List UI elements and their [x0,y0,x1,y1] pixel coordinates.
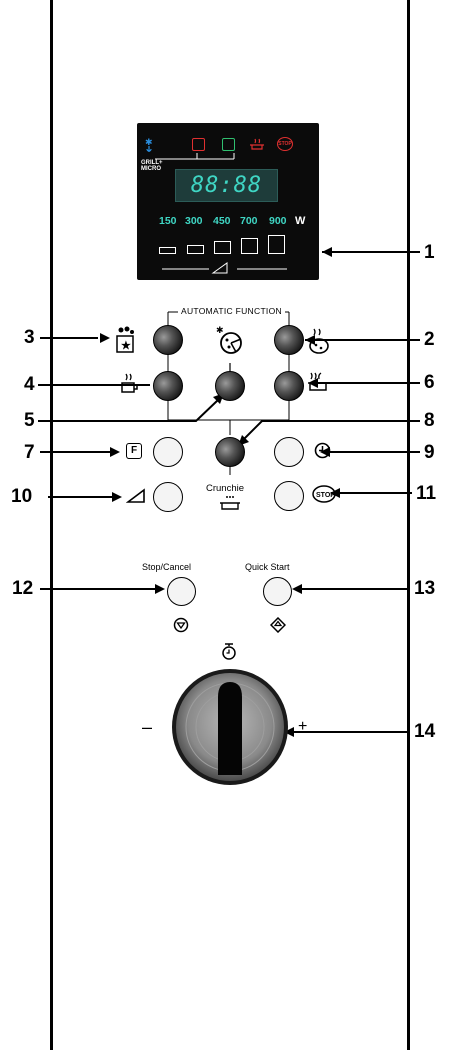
callout-3: 3 [24,327,35,348]
power-700: 700 [240,215,258,227]
auto-frozen-button[interactable] [153,325,183,355]
callout-14: 14 [414,721,436,742]
panel-right-edge [407,0,410,1050]
power-450: 450 [213,215,231,227]
function-f-button[interactable] [153,437,183,467]
clock-button[interactable] [274,437,304,467]
grill-micro-label: GRILL+MICRO [141,160,163,172]
callout-9: 9 [424,442,435,463]
power-unit: W [295,215,306,227]
callout-1: 1 [424,242,435,263]
callout-10: 10 [11,486,33,507]
knob-plus-label: + [298,718,308,735]
callout-11: 11 [416,483,437,504]
stop-cancel-button[interactable] [167,577,196,606]
level-bar-4 [241,238,258,254]
crunchie-dish-icon [219,495,241,511]
stop-icon: STOP [311,484,337,504]
f-key-icon: F [126,443,142,459]
panel-left-edge [50,0,53,1050]
quick-start-label: Quick Start [245,562,290,572]
level-bar-2 [187,245,204,254]
auto-pot-button[interactable] [274,371,304,401]
callout-12: 12 [12,578,34,599]
start-icon [270,617,286,633]
auto-pizza-button[interactable] [215,371,245,401]
auto-beverage-button[interactable] [153,371,183,401]
power-150: 150 [159,215,177,227]
power-300: 300 [185,215,203,227]
grill-icon [192,138,205,151]
power-level-button[interactable] [153,482,183,512]
svg-text:✱: ✱ [216,325,224,335]
timer-icon [220,642,238,660]
svg-text:✱: ✱ [145,137,153,147]
timer-knob[interactable] [170,667,290,787]
stop-cancel-label: Stop/Cancel [142,562,192,572]
steam-dish-icon [308,328,330,356]
stop-function-button[interactable] [274,481,304,511]
crunchie-label: Crunchie [206,483,245,494]
callout-4: 4 [24,374,35,395]
display-bracket [155,153,235,160]
callout-2: 2 [424,329,435,350]
defrost-icon: ✱ [143,137,155,153]
level-bar-5 [268,235,285,254]
stop-display-icon: STOP [277,137,293,151]
power-level-icon [126,488,146,504]
callout-7: 7 [24,442,35,463]
cup-icon [120,372,140,396]
quick-start-button[interactable] [263,577,292,606]
level-bar-3 [214,241,231,254]
svg-text:★: ★ [121,340,131,352]
svg-text:STOP: STOP [316,492,335,499]
pizza-defrost-icon: ✱ [216,325,244,357]
callout-5: 5 [24,410,35,431]
callout-13: 13 [414,578,436,599]
level-bar-1 [159,247,176,254]
combi-icon [222,138,235,151]
callout-6: 6 [424,372,435,393]
level-indicator-line [162,262,287,274]
display-screen: ✱ STOP GRILL+MICRO 88:88 150 300 450 700… [137,123,319,280]
automatic-function-label: AUTOMATIC FUNCTION [178,306,285,316]
auto-steam-button[interactable] [274,325,304,355]
knob-minus-label: – [142,717,153,737]
pot-icon [306,372,330,394]
callout-8: 8 [424,410,435,431]
crisp-icon [249,137,265,151]
time-display: 88:88 [175,169,278,202]
clock-icon [314,442,331,459]
frozen-food-icon: ★ [113,325,137,355]
stop-cancel-icon [173,617,189,633]
power-900: 900 [269,215,287,227]
crunchie-button[interactable] [215,437,245,467]
